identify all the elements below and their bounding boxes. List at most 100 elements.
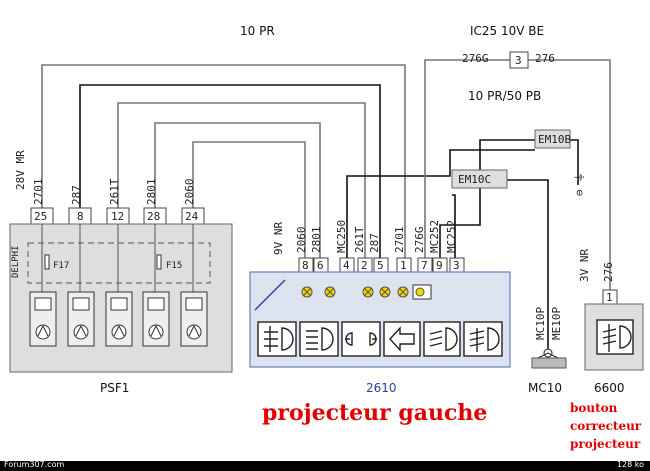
wire-2060: [192, 141, 306, 260]
module-wire-8: MC252: [428, 220, 441, 253]
lamp-1-icon: [301, 286, 313, 298]
psf1-wire-4: 2801: [145, 179, 158, 206]
psf1-wire-3: 261T: [108, 178, 121, 205]
wire-mc250: [346, 149, 535, 260]
psf1-pin-3-label: 12: [111, 210, 124, 223]
module-wire-6: 2701: [393, 227, 406, 254]
psf1-wire-labels: 2701 287 261T 2801 2060: [32, 178, 196, 205]
sidelight-button[interactable]: [341, 321, 381, 357]
module-wire-5: 287: [368, 233, 381, 253]
high-beam-button[interactable]: [423, 321, 461, 357]
relay-4: [142, 291, 170, 347]
psf1-brand: DELPHI: [11, 245, 21, 278]
mc10-name: MC10: [528, 381, 562, 395]
psf1-wire-5: 2060: [183, 179, 196, 206]
mc10-wire-2: ME10P: [550, 307, 563, 340]
module-pin-1-label: 8: [302, 259, 309, 272]
conn3-left-label: 276G: [462, 52, 489, 65]
psf1-fuse-zone: [27, 242, 211, 284]
caption-side-2: correcteur: [570, 419, 642, 433]
conn3-pin: 3: [515, 54, 522, 67]
switch-pin-label: 1: [606, 291, 613, 304]
psf1-pin-1-label: 25: [34, 210, 47, 223]
switch-wire-label: 276: [602, 262, 615, 282]
module-pin-5-label: 5: [377, 259, 384, 272]
caption-side-1: bouton: [570, 401, 618, 415]
wire-em10b-ground: [570, 139, 579, 185]
label-10pr: 10 PR: [240, 24, 275, 38]
psf1-name: PSF1: [100, 381, 129, 395]
module-pin-3-label: 4: [343, 259, 350, 272]
module-corner-stroke: [254, 279, 286, 311]
module-wire-7: 276G: [413, 227, 426, 254]
psf1-pin-2-label: 8: [77, 210, 84, 223]
connector-3: [509, 51, 529, 69]
module-wire-9: MC252: [445, 220, 458, 253]
wire-287: [79, 84, 381, 260]
module-wire-3: MC250: [335, 220, 348, 253]
fuse-f15-icon: [156, 254, 162, 270]
wire-em10c-mc10: [507, 179, 549, 350]
module-name: 2610: [366, 381, 397, 395]
module-wire-labels: 2060 2801 MC250 261T 287 2701 276G MC252…: [295, 220, 458, 253]
relay-2: [67, 291, 95, 347]
lamp-6-icon: [412, 284, 432, 300]
module-pins: 8 6 4 2 5 1 7 9 3: [298, 257, 465, 273]
module-pin-7-label: 7: [421, 259, 428, 272]
wire-2701: [41, 64, 406, 260]
wire-mc252-a: [439, 139, 535, 260]
em10c-label: EM10C: [458, 173, 491, 186]
module-lamps: [301, 284, 432, 300]
arrow-left-button[interactable]: [383, 321, 421, 357]
module-wire-2: 2801: [310, 227, 323, 254]
wire-276g: [424, 59, 510, 260]
wire-2801: [154, 122, 321, 260]
psf1-harness-label: 28V MR: [14, 150, 27, 190]
psf1-pins: 25 8 12 28 24: [30, 207, 205, 225]
module-pin-8-label: 9: [436, 259, 443, 272]
module-wire-4: 261T: [353, 226, 366, 253]
relay-5: [180, 291, 208, 347]
footer-left: Forum307.com: [4, 460, 65, 469]
headlamp-level-icon[interactable]: [596, 319, 634, 355]
label-10pr-50pb: 10 PR/50 PB: [468, 89, 541, 103]
label-ic25: IC25 10V BE: [470, 24, 544, 38]
module-pin-4-label: 2: [361, 259, 368, 272]
conn3-right-label: 276: [535, 52, 555, 65]
fog-light-button[interactable]: [257, 321, 297, 357]
psf1-wire-2: 287: [70, 185, 83, 205]
caption-side-3: projecteur: [570, 437, 641, 451]
wire-mc252-b: [452, 194, 456, 260]
module-pin-2-label: 6: [317, 259, 324, 272]
lamp-4-icon: [379, 286, 391, 298]
caption-projecteur-gauche: projecteur gauche: [262, 400, 487, 426]
mc10-wire-1: MC10P: [534, 307, 547, 340]
psf1-wire-1: 2701: [32, 179, 45, 206]
module-pin-9-label: 3: [453, 259, 460, 272]
relay-3: [105, 291, 133, 347]
footer-right: 128 ko: [616, 460, 644, 469]
footer-bar: Forum307.com 128 ko: [0, 460, 650, 471]
lamp-5-icon: [397, 286, 409, 298]
wire-276: [528, 59, 611, 290]
em10b-box: [534, 129, 571, 149]
switch-name: 6600: [594, 381, 625, 395]
module-pin-6-label: 1: [400, 259, 407, 272]
mc10-ground-plate: [531, 357, 567, 369]
ground-symbol-icon: ⊖ ⏚: [573, 172, 586, 196]
relay-1: [29, 291, 57, 347]
low-beam-button[interactable]: [299, 321, 339, 357]
em10c-box: [451, 169, 508, 189]
wire-261T: [117, 102, 366, 260]
fuse-f15-label: F15: [166, 261, 182, 271]
fuse-f17-icon: [44, 254, 50, 270]
switch-harness-label: 3V NR: [578, 249, 591, 282]
lamp-2-icon: [324, 286, 336, 298]
psf1-relays: [29, 291, 208, 347]
rear-fog-button[interactable]: [463, 321, 503, 357]
psf1-pin-4-label: 28: [147, 210, 160, 223]
em10b-label: EM10B: [538, 133, 571, 146]
module-harness-label: 9V NR: [272, 222, 285, 255]
